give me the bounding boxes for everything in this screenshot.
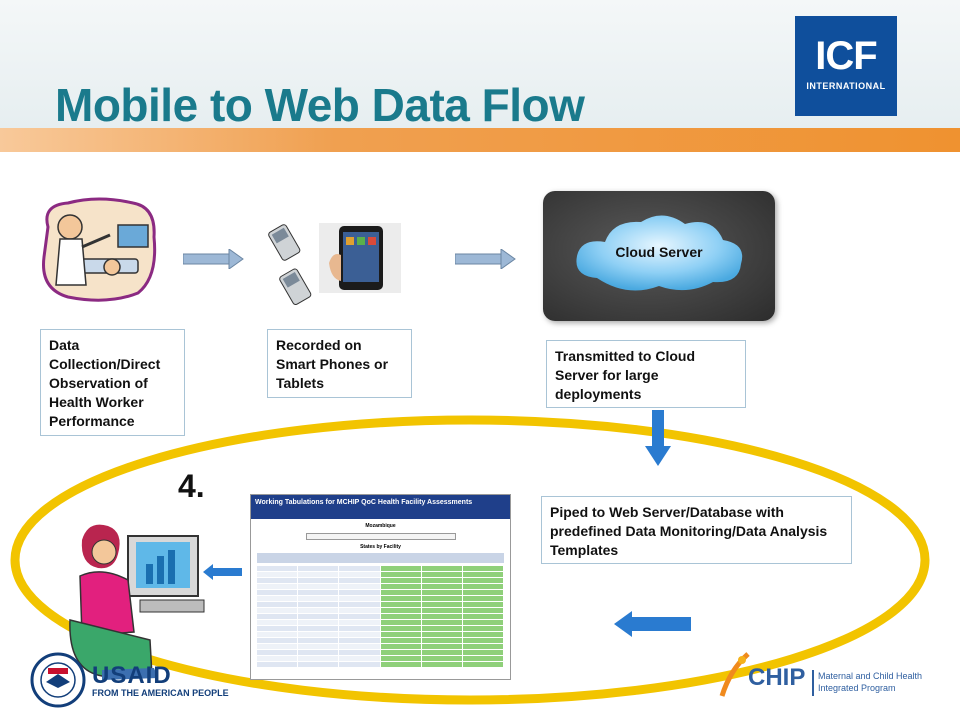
phone-icon [268, 224, 312, 305]
arrow-left-icon [203, 564, 242, 580]
recorded-caption: Recorded on Smart Phones or Tablets [267, 329, 412, 398]
mchip-tagline-line2: Integrated Program [818, 683, 896, 693]
table-row [257, 584, 505, 589]
table-row [257, 620, 505, 625]
table-row [257, 602, 505, 607]
tablet-photo [319, 223, 401, 293]
icf-logo-subtext: INTERNATIONAL [806, 81, 886, 91]
web-report-screenshot: Working Tabulations for MCHIP QoC Health… [250, 494, 511, 680]
arrow-right-icon [455, 249, 516, 269]
woman-at-computer-clipart-icon [69, 524, 205, 680]
web-report-table [251, 566, 510, 667]
table-row [257, 626, 505, 631]
table-row [257, 608, 505, 613]
table-row [257, 590, 505, 595]
web-report-subtitle: States by Facility [360, 544, 401, 550]
mchip-tagline-line1: Maternal and Child Health [818, 671, 923, 681]
orange-band [0, 128, 960, 152]
table-row [257, 650, 505, 655]
table-row [257, 578, 505, 583]
transmitted-caption: Transmitted to Cloud Server for large de… [546, 340, 746, 408]
table-row [257, 656, 505, 661]
piped-caption: Piped to Web Server/Database with predef… [541, 496, 852, 564]
slide-title: Mobile to Web Data Flow [55, 79, 585, 131]
usaid-seal-icon [30, 652, 86, 708]
arrow-right-icon [183, 249, 244, 269]
table-row [257, 572, 505, 577]
web-report-country: Mozambique [365, 523, 396, 529]
arrow-left-icon [614, 611, 691, 637]
table-row [257, 632, 505, 637]
table-row [257, 644, 505, 649]
usaid-tagline: FROM THE AMERICAN PEOPLE [92, 688, 229, 698]
data-collection-caption: Data Collection/Direct Observation of He… [40, 329, 185, 436]
table-row [257, 596, 505, 601]
table-row [257, 566, 505, 571]
mchip-tagline: Maternal and Child Health Integrated Pro… [818, 670, 922, 694]
mchip-divider [812, 670, 814, 696]
flow-ellipse [10, 415, 930, 705]
mchip-wordmark: CHIP [748, 664, 806, 691]
step-number: 4. [178, 468, 205, 504]
arrow-down-icon [645, 410, 671, 466]
cloud-icon [576, 215, 743, 291]
tablet-icon [329, 226, 383, 290]
health-worker-clipart-icon [42, 197, 157, 302]
cloud-server-label: Cloud Server [615, 244, 703, 260]
web-report-table-header [257, 553, 504, 563]
table-row [257, 638, 505, 643]
table-row [257, 614, 505, 619]
country-select [305, 533, 456, 540]
mchip-swoosh-icon [719, 652, 750, 697]
web-report-header: Working Tabulations for MCHIP QoC Health… [251, 495, 510, 519]
icf-logo-text: ICF [815, 34, 877, 78]
usaid-wordmark: USAID [92, 662, 172, 689]
icf-logo: ICF INTERNATIONAL [795, 16, 897, 116]
table-row [257, 662, 505, 667]
